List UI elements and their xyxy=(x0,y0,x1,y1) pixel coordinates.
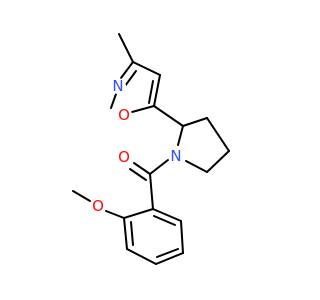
bond-n-carbonyl-c xyxy=(149,159,169,175)
bond-carbonyl-c-o xyxy=(133,162,151,175)
bond-isoxazole-c4-c5-inner xyxy=(148,80,154,104)
methoxy-oxygen-label: O xyxy=(92,197,104,215)
bond-isoxazole-pyrrolidine xyxy=(153,105,184,127)
bond-benzene-c5-c6 xyxy=(180,220,184,254)
bond-methoxy-o-ch3 xyxy=(72,190,91,202)
bond-isoxazole-o-n xyxy=(110,93,117,109)
bond-isoxazole-c3-c4 xyxy=(132,61,161,76)
bond-benzene-c6-c1-inner xyxy=(153,215,176,226)
isoxazole-nitrogen-atom: N xyxy=(110,77,126,95)
bond-carbonyl-benzene xyxy=(149,173,154,210)
carbonyl-oxygen-label: O xyxy=(118,148,130,166)
bond-isoxazole-n-c3-inner xyxy=(124,70,137,87)
bond-benzene-c2-c3-inner xyxy=(130,221,134,246)
bond-benzene-methoxy-o xyxy=(105,210,125,219)
bond-pyrrolidine-n-c2 xyxy=(177,125,184,146)
bond-benzene-c3-c4 xyxy=(126,248,157,265)
pyrrolidine-nitrogen-label: N xyxy=(170,147,181,165)
bond-benzene-c4-c5 xyxy=(155,252,184,265)
isoxazole-nitrogen-label: N xyxy=(112,77,123,95)
bond-methyl xyxy=(118,33,134,63)
bond-pyrrolidine-c5-n xyxy=(185,160,208,173)
pyrrolidine-nitrogen-atom: N xyxy=(168,147,184,165)
bond-carbonyl-c-o-second xyxy=(129,168,147,181)
bond-benzene-c6-c1 xyxy=(152,208,182,222)
bond-isoxazole-n-c3 xyxy=(120,61,134,79)
bond-isoxazole-c4-c5 xyxy=(153,74,161,107)
bond-pyrrolidine-c3-c4 xyxy=(206,117,230,152)
bond-benzene-c4-c5-inner xyxy=(156,248,179,258)
bond-layer xyxy=(72,33,230,265)
methoxy-oxygen-atom: O xyxy=(90,197,106,215)
bond-pyrrolidine-c2-c3 xyxy=(182,117,208,127)
bond-benzene-c1-c2 xyxy=(123,208,154,219)
molecule-structure-diagram: N O N O O xyxy=(72,33,230,265)
atom-label-layer: N O N O O xyxy=(90,77,184,215)
carbonyl-oxygen-atom: O xyxy=(116,148,132,166)
bond-isoxazole-c5-o xyxy=(131,105,155,113)
isoxazole-oxygen-label: O xyxy=(118,106,130,124)
isoxazole-oxygen-atom: O xyxy=(116,106,132,124)
bond-benzene-c2-c3 xyxy=(123,217,128,250)
bond-pyrrolidine-c4-c5 xyxy=(206,150,230,173)
